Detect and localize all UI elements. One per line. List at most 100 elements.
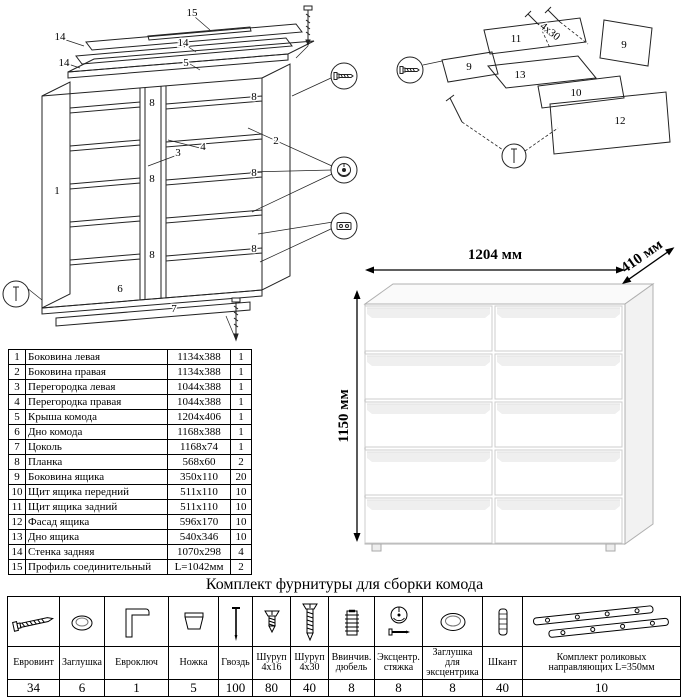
hardware-qty-cell: 34	[7, 679, 60, 697]
parts-table-row: 9 Боковина ящика 350x110 20	[8, 469, 252, 485]
part-size-cell: 1168x74	[167, 439, 231, 455]
part-size-cell: 511x110	[167, 499, 231, 515]
part-number-cell: 7	[8, 439, 26, 455]
parts-table-row: 10 Щит ящика передний 511x110 10	[8, 484, 252, 500]
part-label: 8	[149, 97, 155, 109]
parts-table-row: 14 Стенка задняя 1070x298 4	[8, 544, 252, 560]
part-size-cell: 511x110	[167, 484, 231, 500]
depth-dimension-arrow: 410 мм	[618, 237, 675, 284]
part-qty-cell: 1	[230, 439, 252, 455]
part-qty-cell: 10	[230, 499, 252, 515]
cam-lock-icon	[337, 163, 351, 177]
nail-icon	[231, 606, 240, 641]
part-label: 6	[117, 283, 123, 295]
part-size-cell: 1204x406	[167, 409, 231, 425]
euroscrew-icon	[11, 616, 54, 632]
parts-table-row: 4 Перегородка правая 1044x388 1	[8, 394, 252, 410]
part-number-cell: 11	[8, 499, 26, 515]
screw-4x30-icon	[301, 603, 318, 641]
part-qty-cell: 4	[230, 544, 252, 560]
drawer-back-panel	[483, 17, 587, 55]
drawer-front	[494, 401, 623, 448]
back-wall-panel	[85, 23, 303, 51]
hardware-icon-cell	[218, 596, 253, 647]
confirmat-screw-icon	[231, 297, 241, 342]
parts-table-row: 13 Дно ящика 540x346 10	[8, 529, 252, 545]
hardware-icon-cell	[290, 596, 329, 647]
width-dimension-label: 1204 мм	[468, 247, 522, 263]
part-label: 11	[511, 33, 522, 45]
drawer-front	[494, 449, 623, 496]
hardware-kit-title: Комплект фурнитуры для сборки комода	[205, 576, 484, 593]
part-qty-cell: 10	[230, 514, 252, 530]
drawer-front	[364, 401, 493, 448]
nail-icon	[511, 148, 517, 163]
cap-plug-icon	[71, 615, 93, 630]
drawer-front	[494, 353, 623, 400]
hardware-qty-cell: 80	[252, 679, 291, 697]
cam-lock-icon	[388, 606, 410, 635]
leg-icon	[184, 612, 203, 629]
part-qty-cell: 1	[230, 394, 252, 410]
part-size-cell: 1134x388	[167, 364, 231, 380]
part-label: 1	[54, 185, 60, 197]
hardware-qty-cell: 8	[374, 679, 423, 697]
parts-table-row: 3 Перегородка левая 1044x388 1	[8, 379, 252, 395]
part-name-cell: Профиль соединительный	[25, 559, 168, 575]
part-size-cell: 1044x388	[167, 379, 231, 395]
euroscrew-icon	[399, 66, 420, 74]
part-qty-cell: 10	[230, 529, 252, 545]
hardware-icon-cell	[522, 596, 681, 647]
part-name-cell: Планка	[25, 454, 168, 470]
screw-size-label: 4x30	[537, 20, 562, 43]
parts-table-row: 15 Профиль соединительный L=1042мм 2	[8, 559, 252, 575]
roof-front-edge	[67, 53, 289, 79]
rail	[69, 139, 141, 152]
drawer-exploded-diagram: 11 9 9 13 10 12 4x30	[396, 6, 671, 169]
part-name-cell: Стенка задняя	[25, 544, 168, 560]
part-label: 14	[59, 57, 71, 69]
width-dimension-arrow	[365, 266, 625, 274]
confirmat-screw-icon	[303, 5, 313, 47]
part-qty-cell: 1	[230, 424, 252, 440]
hardware-qty-cell: 8	[422, 679, 483, 697]
cam-cover-icon	[440, 612, 465, 631]
hardware-icon-cell	[104, 596, 169, 647]
rail	[165, 133, 263, 148]
part-name-cell: Цоколь	[25, 439, 168, 455]
parts-table-row: 5 Крыша комода 1204x406 1	[8, 409, 252, 425]
part-name-cell: Дно ящика	[25, 529, 168, 545]
hardware-name-cell: Ножка	[168, 646, 219, 680]
part-name-cell: Боковина левая	[25, 349, 168, 365]
part-qty-cell: 1	[230, 364, 252, 380]
part-name-cell: Боковина ящика	[25, 469, 168, 485]
hardware-table: Евровинт Заглушка Евроключ Ножка Гвоздь …	[7, 596, 681, 697]
part-label: 3	[175, 147, 181, 159]
drawer-front	[364, 449, 493, 496]
rail	[165, 209, 263, 224]
part-label: 8	[149, 173, 155, 185]
dresser-dimensions-figure: 1204 мм 410 мм 1150 мм	[338, 237, 675, 552]
part-size-cell: 350x110	[167, 469, 231, 485]
part-number-cell: 13	[8, 529, 26, 545]
hardware-icon-cell	[168, 596, 219, 647]
drawer-facade-panel	[549, 91, 671, 155]
part-label: 8	[149, 249, 155, 261]
hardware-name-cell: Заглушка для эксцентрика	[422, 646, 483, 680]
part-size-cell: 1044x388	[167, 394, 231, 410]
hardware-name-cell: Шуруп 4x16	[252, 646, 291, 680]
hardware-icon-cell	[422, 596, 483, 647]
hardware-name-cell: Евровинт	[7, 646, 60, 680]
part-size-cell: 1168x388	[167, 424, 231, 440]
parts-table-row: 7 Цоколь 1168x74 1	[8, 439, 252, 455]
part-size-cell: 540x346	[167, 529, 231, 545]
screw-4x30-icon	[524, 6, 561, 27]
part-label: 14	[178, 37, 190, 49]
hardware-qty-cell: 100	[218, 679, 253, 697]
part-qty-cell: 1	[230, 409, 252, 425]
parts-table-row: 8 Планка 568x60 2	[8, 454, 252, 470]
hardware-icon-cell	[374, 596, 423, 647]
hardware-icon-cell	[7, 596, 60, 647]
rail	[69, 253, 141, 266]
part-name-cell: Щит ящика задний	[25, 499, 168, 515]
